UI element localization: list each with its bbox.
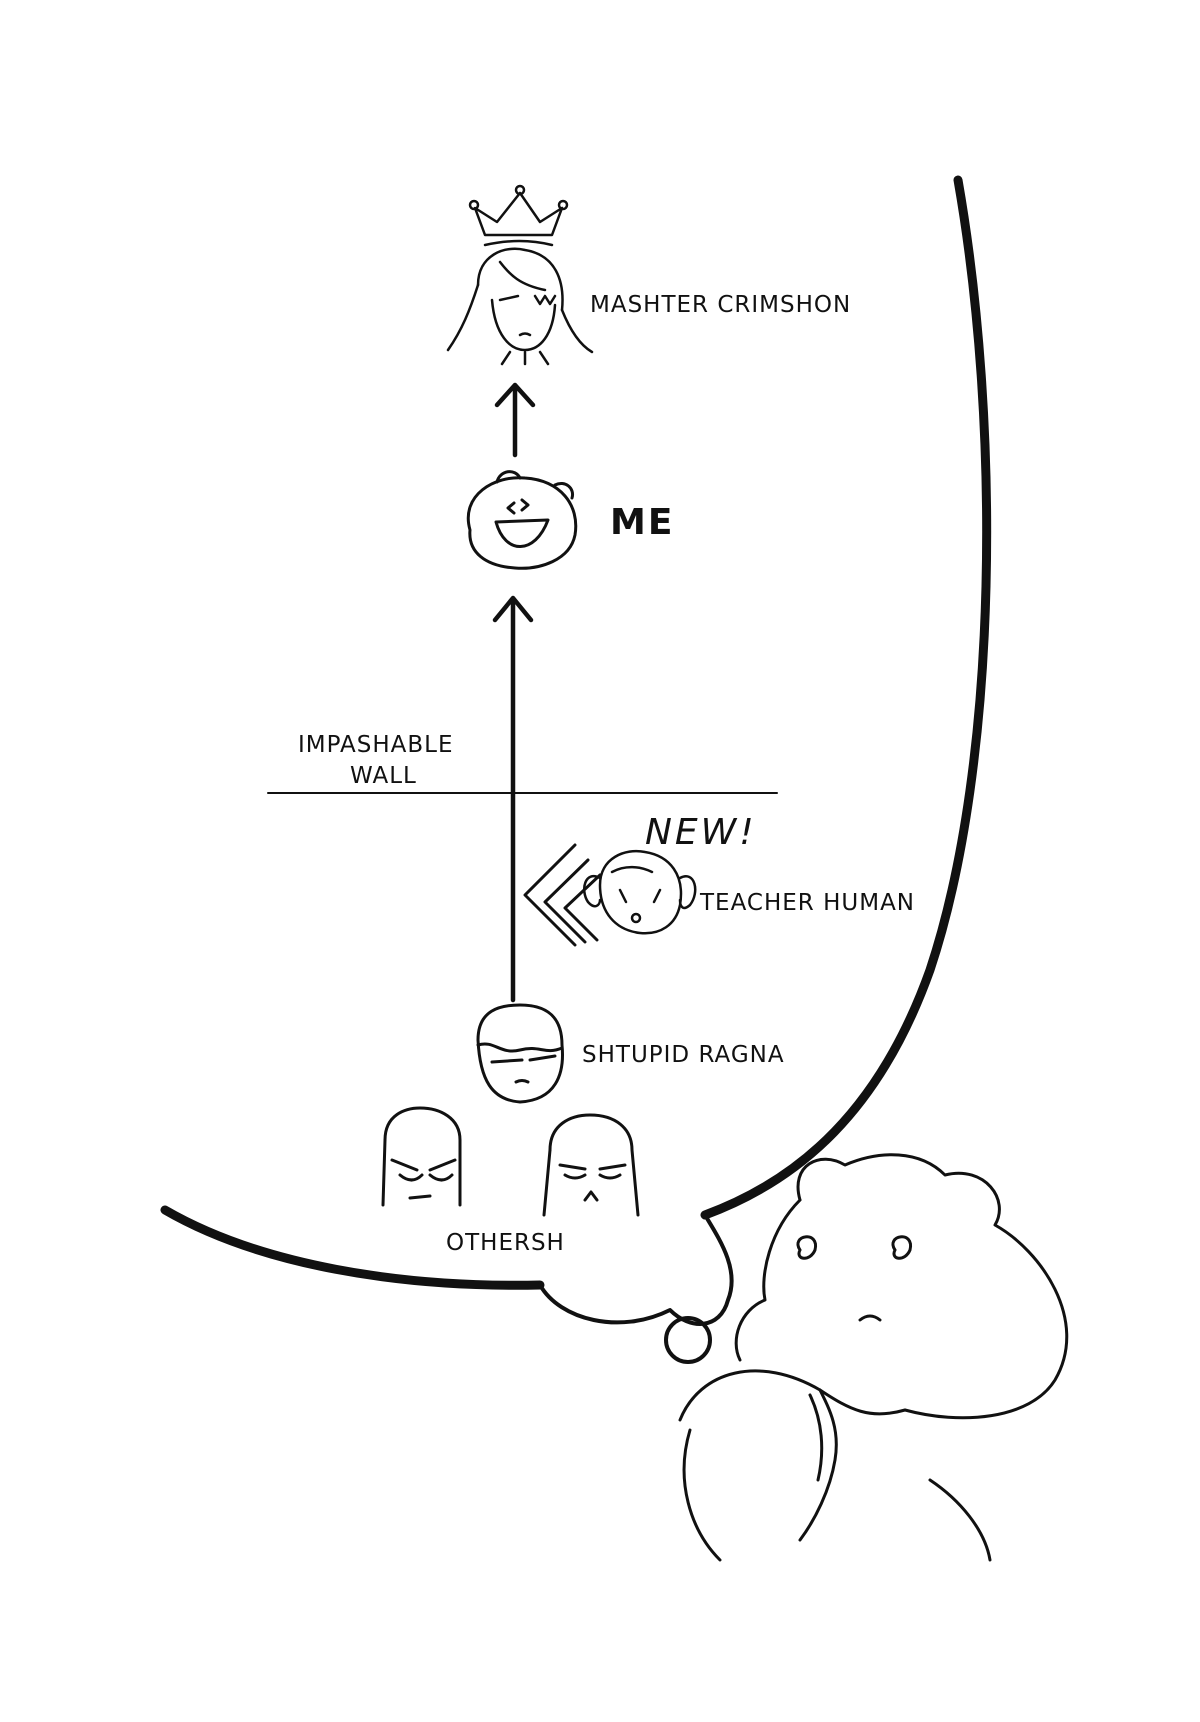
crown-icon [468, 184, 569, 247]
thought-bubble-outline [700, 175, 992, 1220]
arrow-to-mashter [494, 382, 536, 458]
other-face-calm [542, 1113, 640, 1217]
thought-bubble-dot [664, 1316, 712, 1364]
thought-bubble-bottom [160, 1205, 545, 1290]
thought-bubble-tail [538, 1213, 734, 1326]
shtupid-ragna-face [476, 1003, 564, 1104]
mashter-crimshon-face [446, 247, 594, 366]
label-impassable-line2: WALL [350, 763, 417, 789]
other-face-angry [381, 1106, 462, 1207]
label-mashter-crimshon: MASHTER CRIMSHON [590, 292, 852, 318]
arrow-to-me [492, 595, 534, 1003]
motion-chevrons [523, 843, 602, 947]
label-me: ME [610, 502, 675, 543]
teacher-human-face [583, 849, 697, 935]
me-face [466, 470, 578, 570]
label-impassable-line1: IMPASHABLE [298, 732, 454, 758]
label-new: NEW! [645, 812, 757, 853]
label-shtupid-ragna: SHTUPID RAGNA [582, 1042, 785, 1068]
thinking-character [678, 1153, 1069, 1562]
label-othersh: OTHERSH [446, 1230, 565, 1256]
label-teacher-human: TEACHER HUMAN [700, 890, 916, 916]
